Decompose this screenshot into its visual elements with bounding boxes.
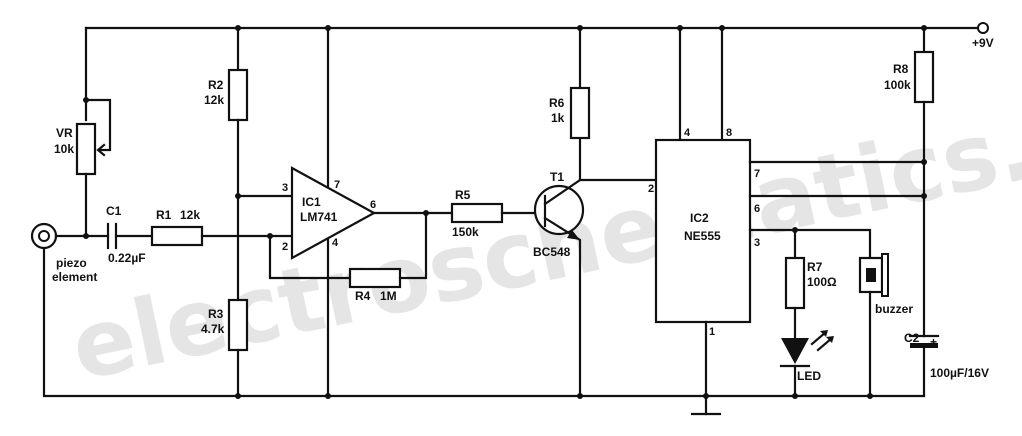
- ic1-pin3: 3: [282, 182, 288, 194]
- r5-body: [450, 202, 504, 224]
- junction-dot: [325, 393, 331, 399]
- piezo-center: [38, 230, 50, 242]
- wire-feedback-right: [398, 211, 428, 280]
- r2-body: [227, 68, 249, 122]
- junction-dot: [677, 25, 683, 31]
- junction-dot: [235, 25, 241, 31]
- ic2-pin4: 4: [684, 127, 691, 139]
- wire-ic2-pin3: [748, 228, 872, 260]
- r8-value: 100k: [884, 78, 911, 92]
- r2-name: R2: [208, 78, 224, 92]
- junction-dot: [325, 25, 331, 31]
- junction-dot: [577, 393, 583, 399]
- r6-name: R6: [549, 96, 565, 110]
- buzzer-face: [881, 253, 889, 297]
- ic1-opamp: [290, 166, 377, 260]
- t1-value: BC548: [533, 245, 571, 259]
- ic2-pin6: 6: [754, 203, 760, 215]
- vr-name: VR: [56, 126, 73, 140]
- r6-body: [569, 86, 591, 140]
- c2-value: 100µF/16V: [930, 366, 989, 380]
- r5-value: 150k: [452, 225, 479, 239]
- junction-dot: [235, 393, 241, 399]
- r7-name: R7: [807, 260, 823, 274]
- t1-name: T1: [550, 170, 564, 184]
- wire-feedback-left: [268, 234, 352, 280]
- buzzer-label: buzzer: [875, 302, 913, 316]
- junction-dot: [703, 393, 709, 399]
- r8-body: [913, 50, 935, 104]
- led-ray-head-icon: [820, 330, 828, 337]
- r4-body: [348, 267, 402, 289]
- piezo-label-1: piezo: [56, 256, 87, 270]
- junction-dot: [867, 393, 873, 399]
- junction-dot: [719, 25, 725, 31]
- ic2-pin7: 7: [754, 168, 760, 180]
- r3-name: R3: [208, 307, 224, 321]
- ic2-pin1: 1: [709, 326, 715, 338]
- r2-value: 12k: [204, 93, 224, 107]
- r1-value: 12k: [180, 208, 200, 222]
- ic2-value: NE555: [684, 229, 721, 243]
- ic1-pin7: 7: [334, 179, 340, 191]
- ic1-pin4: 4: [332, 237, 339, 249]
- r1-name: R1: [156, 208, 172, 222]
- piezo-label-2: element: [52, 270, 97, 284]
- ic2-pin8: 8: [726, 127, 732, 139]
- c2-plate-b: [910, 343, 938, 348]
- r7-value: 100Ω: [807, 275, 837, 289]
- r6-value: 1k: [551, 111, 565, 125]
- supply-label: +9V: [972, 36, 994, 50]
- ic2-pin2: 2: [648, 183, 654, 195]
- junction-dot: [83, 97, 89, 103]
- ic1-name: IC1: [302, 195, 321, 209]
- led-label: LED: [797, 369, 821, 383]
- r3-body: [227, 298, 249, 352]
- r4-name: R4: [355, 289, 371, 303]
- r7-body: [784, 256, 806, 310]
- r4-value: 1M: [380, 289, 397, 303]
- ic1-pin6: 6: [370, 199, 376, 211]
- r8-name: R8: [893, 62, 909, 76]
- t1-transistor: [533, 184, 585, 236]
- ground-rail: [42, 248, 926, 398]
- supply-terminal: [977, 22, 989, 34]
- c2-name: C2: [904, 331, 920, 345]
- ic2-ne555: [654, 138, 752, 324]
- r5-name: R5: [455, 188, 471, 202]
- vr-arrow-icon: [96, 143, 106, 157]
- led-ray-head-icon: [826, 336, 834, 343]
- ic2-pin3: 3: [754, 237, 760, 249]
- ic2-name: IC2: [690, 211, 709, 225]
- vr-body: [75, 122, 97, 176]
- t1-emitter-arrow-icon: [567, 230, 580, 240]
- r3-value: 4.7k: [201, 322, 225, 336]
- led-icon: [781, 338, 809, 364]
- junction-dot: [792, 393, 798, 399]
- buzzer-icon: [866, 268, 876, 282]
- vr-wiper: [84, 98, 112, 152]
- junction-dot: [577, 25, 583, 31]
- c2-polarity: +: [930, 335, 937, 349]
- vr-value: 10k: [54, 142, 74, 156]
- junction-dot: [83, 233, 89, 239]
- ic1-value: LM741: [300, 210, 338, 224]
- r1-body: [150, 225, 204, 247]
- c1-name: C1: [106, 204, 122, 218]
- ic1-pin2: 2: [282, 241, 288, 253]
- junction-dot: [921, 25, 927, 31]
- c1-value: 0.22µF: [108, 251, 146, 265]
